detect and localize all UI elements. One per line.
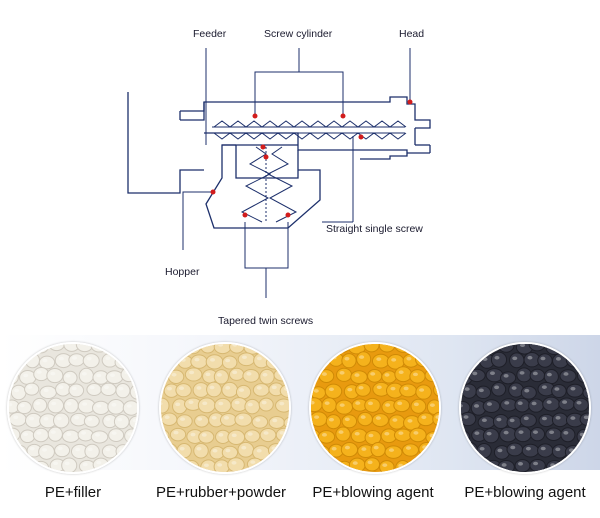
sample-image-3 xyxy=(309,342,441,474)
screw-flights xyxy=(213,120,407,140)
hopper-body xyxy=(205,144,321,229)
tapered-twin-bracket xyxy=(244,222,289,269)
marker-dots xyxy=(210,99,413,218)
pellets-picture xyxy=(311,344,439,472)
sample-image-4 xyxy=(459,342,591,474)
head-label: Head xyxy=(399,28,425,40)
tapered-twin-screws-label: Tapered twin screws xyxy=(218,315,314,327)
sample-caption-2: PE+rubber+powder xyxy=(155,484,287,501)
tapered-twin-screws xyxy=(240,146,298,223)
extruder-schematic xyxy=(127,48,431,298)
sample-caption-4: PE+blowing agent xyxy=(464,484,586,501)
hopper-pointer xyxy=(182,191,213,250)
sample-caption-1: PE+filler xyxy=(44,484,102,501)
sample-caption-3: PE+blowing agent xyxy=(312,484,434,501)
pellets-picture xyxy=(9,344,137,472)
pellets-picture xyxy=(461,344,589,472)
hopper-label: Hopper xyxy=(165,266,200,278)
pellets-picture xyxy=(161,344,289,472)
machine-frame xyxy=(127,92,204,194)
screw-cylinder-label: Screw cylinder xyxy=(264,28,333,40)
sample-image-2 xyxy=(159,342,291,474)
sample-image-1 xyxy=(7,342,139,474)
extruder-diagram: Feeder Screw cylinder Head Straight sing… xyxy=(127,28,431,327)
screw-cylinder-bracket xyxy=(254,71,344,114)
extruder-outline xyxy=(127,48,431,298)
straight-single-screw-label: Straight single screw xyxy=(326,223,423,235)
feeder-label: Feeder xyxy=(193,28,227,40)
